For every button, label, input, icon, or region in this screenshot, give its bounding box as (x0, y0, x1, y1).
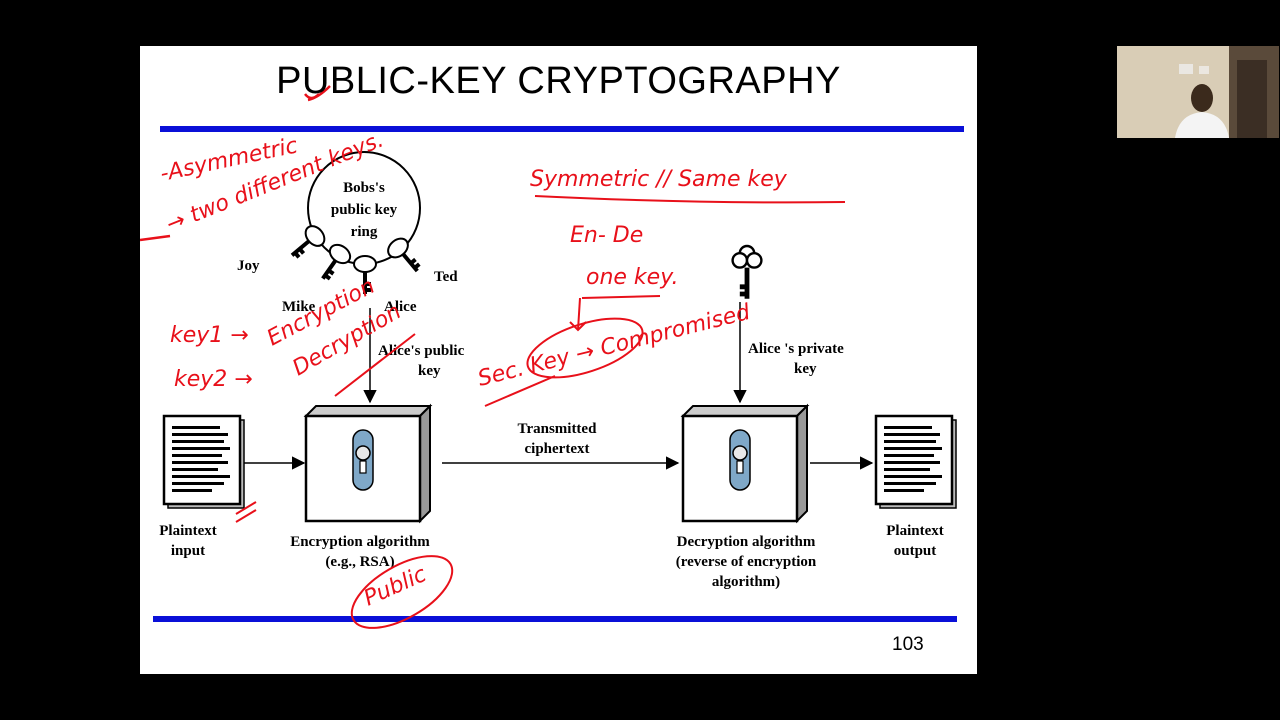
decryption-label-line2: (reverse of encryption (676, 554, 817, 570)
annotation-secret-key-compromised: Sec. Key → Compromised (475, 300, 753, 392)
bottom-rule (153, 616, 957, 622)
annotation-symmetric: Symmetric // Same key (530, 167, 788, 192)
plaintext-output-document-icon (874, 414, 958, 510)
bobs-public-key-ring: Bobs's public key ring (307, 151, 421, 265)
webcam-thumbnail (1117, 46, 1279, 138)
plaintext-input-document-icon (162, 414, 246, 510)
plaintext-output-line2: output (894, 543, 937, 559)
plaintext-input-line1: Plaintext (159, 523, 217, 539)
annotation-key1: key1 → (170, 323, 249, 348)
encryption-box (304, 404, 432, 523)
alice-public-key-line1: Alice's public (378, 343, 465, 359)
annotation-key2: key2 → (174, 367, 253, 392)
alice-private-key-line1: Alice 's private (748, 341, 844, 357)
diagram-canvas: Bobs's public key ring Joy Mike Alice Te… (140, 85, 964, 629)
alice-private-key-line2: key (794, 361, 817, 377)
transmitted-line2: ciphertext (525, 441, 590, 457)
key-ring-label-line1: Bobs's (343, 180, 385, 196)
page-number: 103 (892, 634, 924, 655)
slide-title: PUBLIC-KEY CRYPTOGRAPHY (276, 60, 841, 102)
decryption-box (681, 404, 809, 523)
encryption-label-line1: Encryption algorithm (290, 534, 430, 550)
transmitted-line1: Transmitted (518, 421, 598, 437)
annotation-one-key: one key. (586, 265, 679, 290)
slide: Bobs's public key ring Joy Mike Alice Te… (140, 46, 977, 674)
alice-public-key-line2: key (418, 363, 441, 379)
key-ring-label-line2: public key (331, 202, 398, 218)
encryption-label-line2: (e.g., RSA) (325, 554, 394, 570)
owner-ted: Ted (434, 269, 458, 285)
owner-alice: Alice (384, 299, 417, 315)
plaintext-output-line1: Plaintext (886, 523, 944, 539)
presenter-video (1117, 46, 1279, 138)
top-rule (160, 126, 964, 132)
owner-mike: Mike (282, 299, 316, 315)
decryption-label-line1: Decryption algorithm (677, 534, 816, 550)
decryption-label-line3: algorithm) (712, 574, 780, 590)
owner-joy: Joy (237, 258, 260, 274)
plaintext-input-line2: input (171, 543, 205, 559)
annotation-en-de: En- De (570, 223, 643, 248)
key-ring-label-line3: ring (351, 224, 378, 240)
private-key-icon (731, 244, 763, 299)
